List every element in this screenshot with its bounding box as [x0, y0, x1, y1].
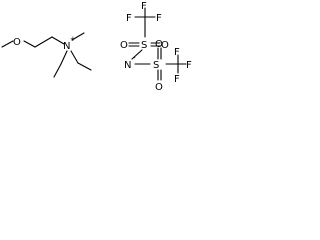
atom-o2a: O: [155, 39, 163, 50]
atom-s1: S: [141, 40, 147, 51]
bond-n-methyl: [71, 32, 85, 41]
bond-ch2-ch2: [34, 36, 53, 48]
anion-bonds: [128, 7, 187, 81]
cation-bonds: [1, 32, 92, 78]
atom-o1b: O: [161, 40, 169, 51]
bond-methyl-o: [1, 40, 14, 48]
atom-f1: F: [141, 1, 147, 12]
atom-o-methoxy: O: [13, 37, 21, 48]
atom-f2: F: [126, 13, 132, 24]
atom-s2: S: [153, 60, 159, 71]
bond-ch2-n: [51, 36, 65, 45]
chemical-structure-diagram: O N + F F F S O O: [0, 0, 196, 105]
atom-f4: F: [186, 60, 192, 71]
bond-n-ethyl2-a: [70, 50, 79, 64]
bond-ethyl1-b: [53, 63, 62, 78]
charge-plus: +: [70, 35, 76, 43]
atom-f3: F: [156, 13, 162, 24]
atom-f5: F: [174, 47, 180, 58]
structure-svg: O N + F F F S O O: [1, 1, 192, 93]
atom-o1a: O: [120, 40, 128, 51]
atom-n-imide: N: [124, 60, 131, 71]
atom-n-ammonium: N: [63, 41, 70, 52]
bond-ethyl2-b: [77, 62, 92, 71]
atom-o2b: O: [155, 82, 163, 93]
bond-n-ethyl1-a: [60, 50, 68, 65]
atom-f6: F: [174, 74, 180, 85]
charge-minus: -: [133, 54, 136, 62]
bond-s1-n: [131, 49, 143, 60]
bond-o-ch2: [23, 40, 36, 48]
